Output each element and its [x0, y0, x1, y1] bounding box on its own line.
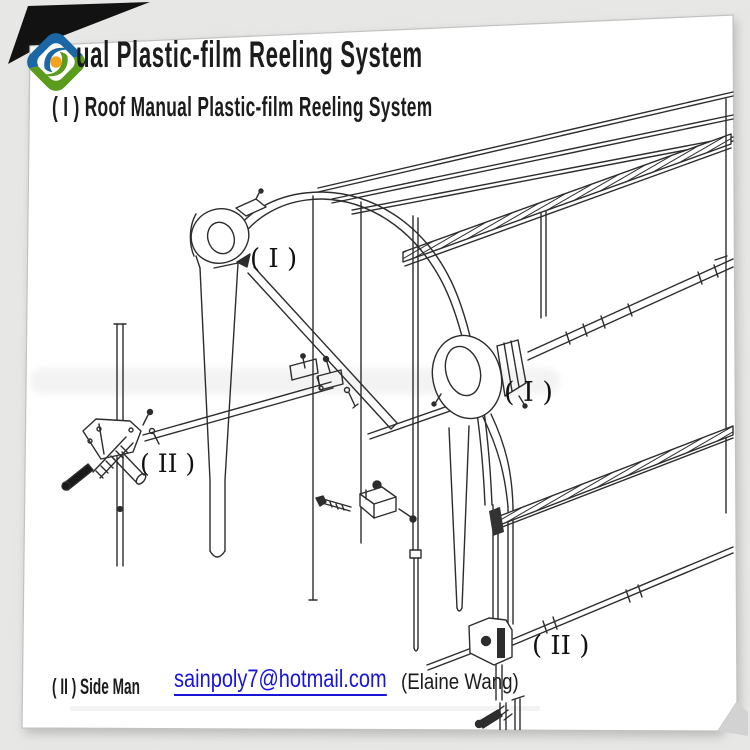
label-roof-reel-right: ( I ) [504, 377, 553, 408]
footer-caption: ( II ) Side Man [52, 674, 140, 699]
sainpoly-logo [22, 28, 90, 96]
side-crank-left [61, 408, 160, 491]
side-reel-right [426, 617, 513, 701]
side-reeling-shaft [512, 546, 734, 646]
label-side-reel-right: ( II ) [532, 631, 590, 661]
side-crank-shaft-left [142, 355, 359, 442]
page-corner-curl [718, 702, 748, 736]
page-subtitle: ( I ) Roof Manual Plastic-film Reeling S… [52, 91, 433, 122]
watermark-smudge [30, 368, 560, 711]
bottom-crank [474, 695, 525, 731]
contact-name: (Elaine Wang) [401, 669, 519, 694]
roof-purlins [317, 91, 734, 215]
roof-film-roll [402, 133, 732, 267]
gearbox-part [315, 480, 417, 523]
page-corner-dark-fold [8, 2, 150, 64]
label-side-reel-left: ( II ) [140, 449, 196, 478]
side-film-roll [489, 425, 734, 536]
front-vertical-bars [308, 195, 422, 652]
roof-reel-right [431, 255, 734, 625]
label-roof-reel-left: ( I ) [250, 244, 298, 274]
email-link[interactable]: sainpoly7@hotmail.com [174, 667, 440, 696]
page-title: ual Plastic-film Reeling System [76, 34, 423, 75]
roof-reel-left [189, 188, 267, 558]
